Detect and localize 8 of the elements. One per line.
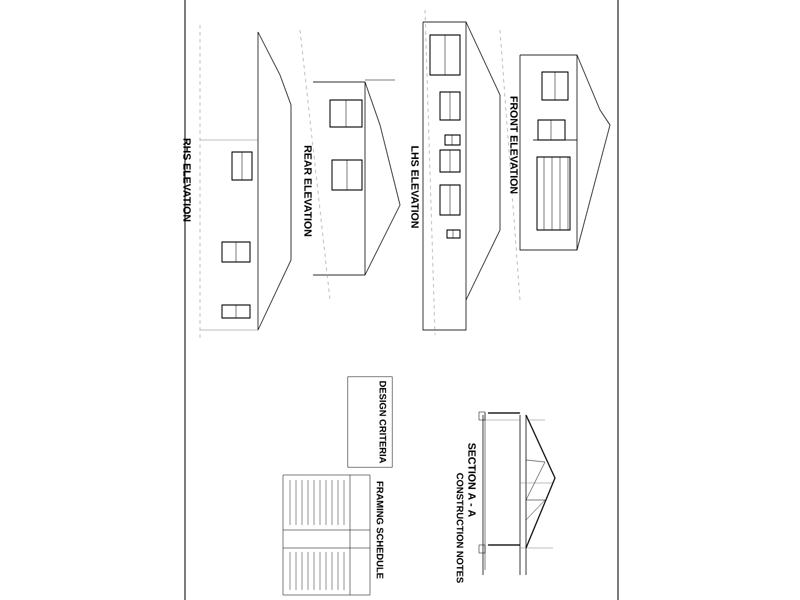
view-title: SECTION A - A	[468, 443, 476, 517]
view-title: FRONT ELEVATION	[510, 96, 518, 194]
view-title: REAR ELEVATION	[304, 146, 312, 236]
design-criteria-box: DESIGN CRITERIA	[348, 376, 392, 468]
view-title: CONSTRUCTION NOTES	[456, 473, 464, 583]
view-title: RHS ELEVATION	[183, 138, 191, 222]
view-title: LHS ELEVATION	[411, 146, 419, 228]
view-title: FRAMING SCHEDULE	[376, 482, 384, 579]
